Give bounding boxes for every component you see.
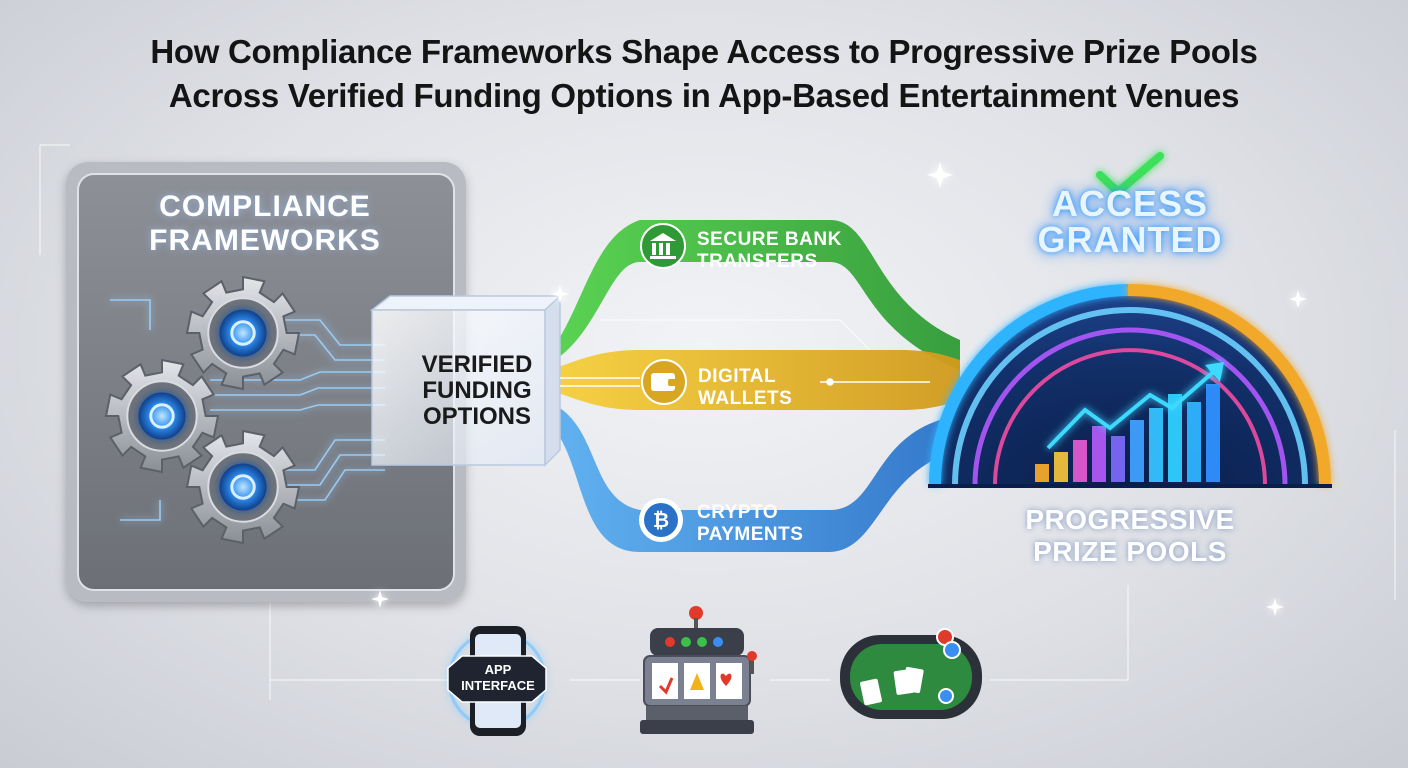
route-wallet-line-2: WALLETS (698, 388, 793, 409)
route-wallet-line-1: DIGITAL (698, 366, 777, 387)
title-line-1: How Compliance Frameworks Shape Access t… (150, 33, 1258, 70)
gear-icon (104, 358, 220, 474)
verified-line-3: OPTIONS (422, 403, 531, 430)
gear-icon (185, 275, 301, 391)
route-label-crypto: CRYPTO PAYMENTS (697, 502, 803, 546)
route-crypto-line-1: CRYPTO (697, 502, 779, 523)
growth-bar (1130, 420, 1144, 482)
progressive-prize-pools-label: PROGRESSIVE PRIZE POOLS (990, 504, 1270, 568)
bitcoin-icon: ₿ (639, 498, 683, 542)
app-label-line-1: APP (484, 662, 512, 677)
compliance-title-line-2: FRAMEWORKS (149, 224, 381, 257)
growth-bars (1035, 384, 1220, 482)
route-crypto-line-2: PAYMENTS (697, 524, 804, 545)
title-line-2: Across Verified Funding Options in App-B… (168, 77, 1240, 114)
growth-bar (1149, 408, 1163, 482)
route-label-wallet: DIGITAL WALLETS (698, 366, 792, 410)
access-line-2: GRANTED (1037, 219, 1223, 260)
growth-bar (1035, 464, 1049, 482)
growth-bar (1206, 384, 1220, 482)
growth-bar (1168, 394, 1182, 482)
route-label-bank: SECURE BANK TRANSFERS (697, 229, 842, 273)
growth-arrow-icon (1046, 362, 1224, 450)
bank-icon (640, 223, 686, 269)
compliance-title-line-1: COMPLIANCE (159, 190, 371, 223)
gear-icon (185, 429, 301, 545)
checkmark-icon (1096, 152, 1164, 196)
access-line-1: ACCESS (1051, 183, 1209, 224)
sparkle-icons (371, 162, 1307, 616)
app-interface-label: APP INTERFACE (452, 662, 544, 694)
verified-line-2: FUNDING (422, 377, 532, 404)
background-lines (39, 144, 1396, 700)
page-title: How Compliance Frameworks Shape Access t… (0, 30, 1408, 118)
slot-machine-icon (640, 606, 757, 734)
verified-line-1: VERIFIED (421, 351, 533, 378)
route-connectors (560, 377, 930, 387)
circuit-traces (110, 299, 385, 521)
compliance-frameworks-title: COMPLIANCE FRAMEWORKS (95, 190, 435, 258)
prize-line-1: PROGRESSIVE (1025, 504, 1235, 535)
prize-dome (928, 283, 1332, 488)
verified-funding-box (369, 294, 562, 467)
growth-bar (1054, 452, 1068, 482)
smartphone-icon (447, 626, 547, 736)
app-label-line-2: INTERFACE (461, 678, 535, 693)
growth-bar (1187, 402, 1201, 482)
verified-funding-label: VERIFIED FUNDING OPTIONS (392, 352, 562, 430)
poker-table-icon (840, 628, 982, 719)
growth-bar (1092, 426, 1106, 482)
route-bank-line-2: TRANSFERS (697, 251, 818, 272)
access-granted-label: ACCESS GRANTED (1010, 186, 1250, 258)
wallet-icon (641, 359, 687, 405)
growth-bar (1073, 440, 1087, 482)
route-bank-line-1: SECURE BANK (697, 229, 842, 250)
svg-text:₿: ₿ (653, 510, 669, 532)
prize-line-2: PRIZE POOLS (1033, 536, 1227, 567)
growth-bar (1111, 436, 1125, 482)
